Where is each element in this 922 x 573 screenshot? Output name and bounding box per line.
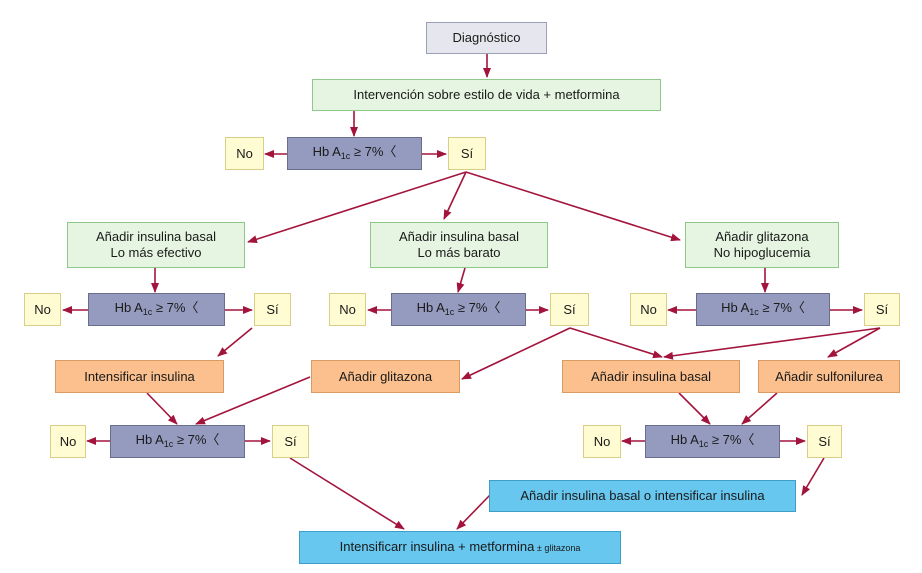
hba1c-check-box: Hb A1c ≥ 7%〈 xyxy=(287,137,422,170)
arrow xyxy=(456,494,491,530)
diagnosis-label: Diagnóstico xyxy=(452,30,521,45)
hba1c-check-box: Hb A1c ≥ 7%〈 xyxy=(110,425,245,458)
no-box: No xyxy=(630,293,667,326)
basal-insulin-cheapest-box: Añadir insulina basal Lo más barato xyxy=(370,222,548,268)
glitazone-no-hypoglycemia-box: Añadir glitazona No hipoglucemia xyxy=(685,222,839,268)
arrow xyxy=(461,327,571,380)
diagnosis-box: Diagnóstico xyxy=(426,22,547,54)
arrow xyxy=(443,171,467,220)
arrow xyxy=(801,457,825,496)
yes-box: Sí xyxy=(254,293,291,326)
hba1c-label: Hb A1c ≥ 7%〈 xyxy=(416,299,501,317)
no-label: No xyxy=(593,433,611,449)
arrow xyxy=(827,327,881,358)
no-label: No xyxy=(339,301,356,317)
most-effective-label: Lo más efectivo xyxy=(110,245,202,260)
hba1c-label: Hb A1c ≥ 7%〈 xyxy=(135,431,220,449)
arrow xyxy=(456,267,466,293)
yes-label: Sí xyxy=(563,301,576,317)
yes-label: Sí xyxy=(284,433,297,449)
basal-insulin-label: Añadir insulina basal xyxy=(96,229,216,244)
yes-label: Sí xyxy=(266,301,279,317)
yes-label: Sí xyxy=(875,301,889,317)
no-box: No xyxy=(24,293,61,326)
final-therapy-box: Intensificarr insulina + metformina ± gl… xyxy=(299,531,621,564)
basal-insulin-label: Añadir insulina basal xyxy=(399,229,519,244)
arrow xyxy=(289,457,405,530)
arrow xyxy=(741,392,778,425)
yes-box: Sí xyxy=(807,425,842,458)
arrow xyxy=(678,392,711,425)
yes-box: Sí xyxy=(448,137,486,170)
arrow xyxy=(195,376,311,425)
yes-box: Sí xyxy=(550,293,589,326)
no-box: No xyxy=(50,425,86,458)
final-therapy-label: Intensificarr insulina + metformina ± gl… xyxy=(339,539,581,554)
hba1c-label: Hb A1c ≥ 7%〈 xyxy=(721,299,805,317)
glitazone-label: Añadir glitazona xyxy=(715,229,809,244)
add-sulfonylurea-box: Añadir sulfonilurea xyxy=(758,360,900,393)
intensify-insulin-box: Intensificar insulina xyxy=(55,360,224,393)
hba1c-check-box: Hb A1c ≥ 7%〈 xyxy=(88,293,225,326)
hba1c-label: Hb A1c ≥ 7%〈 xyxy=(114,299,199,317)
hba1c-check-box: Hb A1c ≥ 7%〈 xyxy=(645,425,780,458)
no-box: No xyxy=(583,425,621,458)
lifestyle-metformin-label: Intervención sobre estilo de vida + metf… xyxy=(353,87,620,102)
yes-label: Sí xyxy=(460,145,474,161)
lifestyle-metformin-box: Intervención sobre estilo de vida + metf… xyxy=(312,79,661,111)
no-box: No xyxy=(225,137,264,170)
no-label: No xyxy=(59,433,77,449)
hba1c-check-box: Hb A1c ≥ 7%〈 xyxy=(696,293,830,326)
arrow xyxy=(569,327,663,359)
hba1c-check-box: Hb A1c ≥ 7%〈 xyxy=(391,293,526,326)
arrow xyxy=(247,171,467,244)
no-box: No xyxy=(329,293,366,326)
basal-or-intensify-label: Añadir insulina basal o intensificar ins… xyxy=(520,488,765,503)
basal-insulin-effective-box: Añadir insulina basal Lo más efectivo xyxy=(67,222,245,268)
add-sulfonylurea-label: Añadir sulfonilurea xyxy=(775,368,883,384)
yes-box: Sí xyxy=(864,293,900,326)
arrow xyxy=(217,327,253,357)
add-basal-insulin-label: Añadir insulina basal xyxy=(591,368,711,384)
add-glitazone-label: Añadir glitazona xyxy=(338,368,433,384)
arrow xyxy=(663,327,881,360)
add-glitazone-box: Añadir glitazona xyxy=(311,360,460,393)
no-hypoglycemia-label: No hipoglucemia xyxy=(713,245,811,260)
hba1c-label: Hb A1c ≥ 7%〈 xyxy=(670,431,755,449)
no-label: No xyxy=(34,301,51,317)
cheapest-label: Lo más barato xyxy=(417,245,501,260)
no-label: No xyxy=(640,301,657,317)
no-label: No xyxy=(236,145,253,161)
add-basal-insulin-box: Añadir insulina basal xyxy=(562,360,740,393)
arrow xyxy=(146,392,178,425)
hba1c-label: Hb A1c ≥ 7%〈 xyxy=(312,143,397,161)
yes-box: Sí xyxy=(272,425,309,458)
yes-label: Sí xyxy=(818,433,831,449)
intensify-insulin-label: Intensificar insulina xyxy=(84,368,195,384)
basal-or-intensify-box: Añadir insulina basal o intensificar ins… xyxy=(489,480,796,512)
arrow xyxy=(465,171,681,242)
